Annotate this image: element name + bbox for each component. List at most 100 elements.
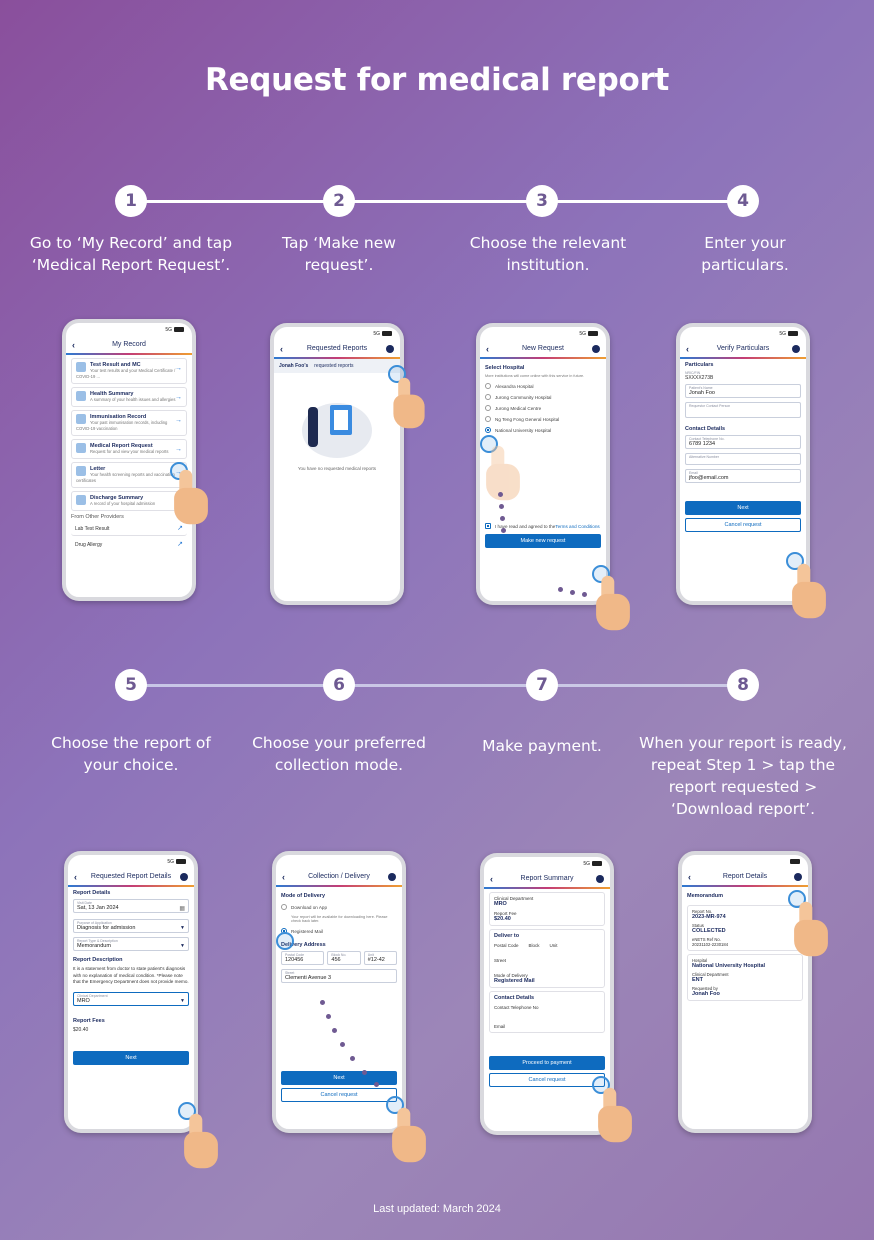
step-number-8: 8 bbox=[727, 669, 759, 701]
back-arrow-icon[interactable]: ‹ bbox=[686, 344, 689, 354]
avatar-icon[interactable] bbox=[592, 345, 600, 353]
proceed-to-payment-button[interactable]: Proceed to payment bbox=[489, 1056, 605, 1070]
avatar-icon[interactable] bbox=[792, 345, 800, 353]
header-title: Report Details bbox=[722, 873, 768, 880]
lab-test-result-link[interactable]: Lab Test Result↗ bbox=[71, 523, 187, 536]
header-title: Collection / Delivery bbox=[308, 873, 370, 880]
report-description-heading: Report Description bbox=[73, 957, 123, 963]
next-button[interactable]: Next bbox=[685, 501, 801, 515]
back-arrow-icon[interactable]: ‹ bbox=[490, 874, 493, 884]
battery-icon bbox=[588, 331, 598, 337]
last-updated-footer: Last updated: March 2024 bbox=[373, 1203, 501, 1215]
discharge-icon bbox=[76, 495, 86, 505]
report-title: Memorandum bbox=[687, 893, 724, 899]
letter-icon bbox=[76, 466, 86, 476]
drug-allergy-link[interactable]: Drug Allergy↗ bbox=[75, 541, 183, 548]
step-text-5: Choose the report of your choice. bbox=[51, 734, 211, 774]
report-description-text: It is a statement from doctor to state p… bbox=[73, 966, 189, 984]
app-header: ‹Requested Report Details bbox=[68, 869, 194, 887]
block-field[interactable]: Block No.456 bbox=[327, 951, 361, 965]
signal-label: 5G bbox=[583, 861, 590, 867]
avatar-icon[interactable] bbox=[794, 873, 802, 881]
download-on-app-option[interactable]: Download on App bbox=[281, 904, 397, 910]
back-arrow-icon[interactable]: ‹ bbox=[282, 872, 285, 882]
hospital-option[interactable]: Jurong Community Hospital bbox=[485, 394, 601, 400]
header-title: My Record bbox=[112, 341, 146, 348]
hospital-option[interactable]: Alexandra Hospital bbox=[485, 383, 601, 389]
tap-indicator-icon bbox=[276, 932, 294, 950]
back-arrow-icon[interactable]: ‹ bbox=[74, 872, 77, 882]
header-title: Requested Reports bbox=[306, 345, 368, 352]
pointing-hand-icon bbox=[486, 445, 520, 501]
back-arrow-icon[interactable]: ‹ bbox=[72, 340, 75, 350]
telephone-field[interactable]: Contact Telephone No.6789 1234 bbox=[685, 435, 801, 449]
next-button[interactable]: Next bbox=[281, 1071, 397, 1085]
requestor-contact-field[interactable]: Requestor Contact Person bbox=[685, 402, 801, 418]
unit-field[interactable]: Unit#12-42 bbox=[363, 951, 397, 965]
app-header: ‹ Report Summary bbox=[484, 871, 610, 889]
report-details-heading: Report Details bbox=[73, 890, 111, 896]
pointing-hand-icon bbox=[184, 1113, 218, 1169]
alternative-number-field[interactable]: Alternative Number bbox=[685, 453, 801, 465]
make-new-request-button[interactable]: Make new request bbox=[485, 534, 601, 548]
empty-state-illustration bbox=[274, 403, 400, 458]
avatar-icon[interactable] bbox=[596, 875, 604, 883]
back-arrow-icon[interactable]: ‹ bbox=[280, 344, 283, 354]
battery-icon bbox=[592, 861, 602, 867]
avatar-icon[interactable] bbox=[388, 873, 396, 881]
avatar-icon[interactable] bbox=[180, 873, 188, 881]
back-arrow-icon[interactable]: ‹ bbox=[486, 344, 489, 354]
checkbox-icon bbox=[485, 523, 491, 529]
hospital-note: More institutions will come online with … bbox=[485, 374, 585, 378]
pointing-hand-icon bbox=[598, 1087, 632, 1143]
pointing-hand-icon bbox=[392, 1107, 426, 1163]
empty-state-text: You have no requested medical reports bbox=[297, 466, 377, 471]
hospital-option[interactable]: Ng Teng Fong General Hospital bbox=[485, 416, 601, 422]
download-note: Your report will be available for downlo… bbox=[291, 915, 388, 923]
avatar-icon[interactable] bbox=[386, 345, 394, 353]
app-header: ‹ Collection / Delivery bbox=[276, 869, 402, 887]
registered-mail-option[interactable]: Registered Mail bbox=[281, 928, 397, 934]
hospital-option[interactable]: Jurong Medical Centre bbox=[485, 405, 601, 411]
pointing-hand-icon bbox=[596, 575, 630, 631]
summary-card-contact: Contact Details Contact Telephone No Ema… bbox=[489, 991, 605, 1033]
cancel-request-button[interactable]: Cancel request bbox=[489, 1073, 605, 1087]
radio-icon bbox=[281, 904, 287, 910]
terms-checkbox[interactable]: I have read and agreed to the Terms and … bbox=[485, 523, 601, 529]
particulars-heading: Particulars bbox=[685, 362, 714, 368]
header-title: Report Summary bbox=[520, 875, 574, 882]
radio-selected-icon bbox=[485, 427, 491, 433]
health-summary-icon bbox=[76, 391, 86, 401]
terms-link: Terms and Conditions bbox=[555, 523, 600, 529]
clipboard-icon bbox=[330, 405, 352, 435]
tab-requested-reports[interactable]: requested reports bbox=[314, 363, 354, 369]
battery-icon bbox=[790, 859, 800, 865]
back-arrow-icon[interactable]: ‹ bbox=[688, 872, 691, 882]
next-button[interactable]: Next bbox=[73, 1050, 189, 1065]
cancel-request-button[interactable]: Cancel request bbox=[281, 1088, 397, 1102]
delivery-address-heading: Delivery Address bbox=[281, 942, 326, 948]
app-header: ‹New Request bbox=[480, 341, 606, 359]
app-header: ‹Verify Particulars bbox=[680, 341, 806, 359]
cancel-request-button[interactable]: Cancel request bbox=[685, 518, 801, 532]
hospital-option-selected[interactable]: National University Hospital bbox=[485, 427, 601, 433]
phone-screen-requested-reports: 5G ‹Requested Reports Jonah Foo’s reques… bbox=[270, 323, 404, 605]
